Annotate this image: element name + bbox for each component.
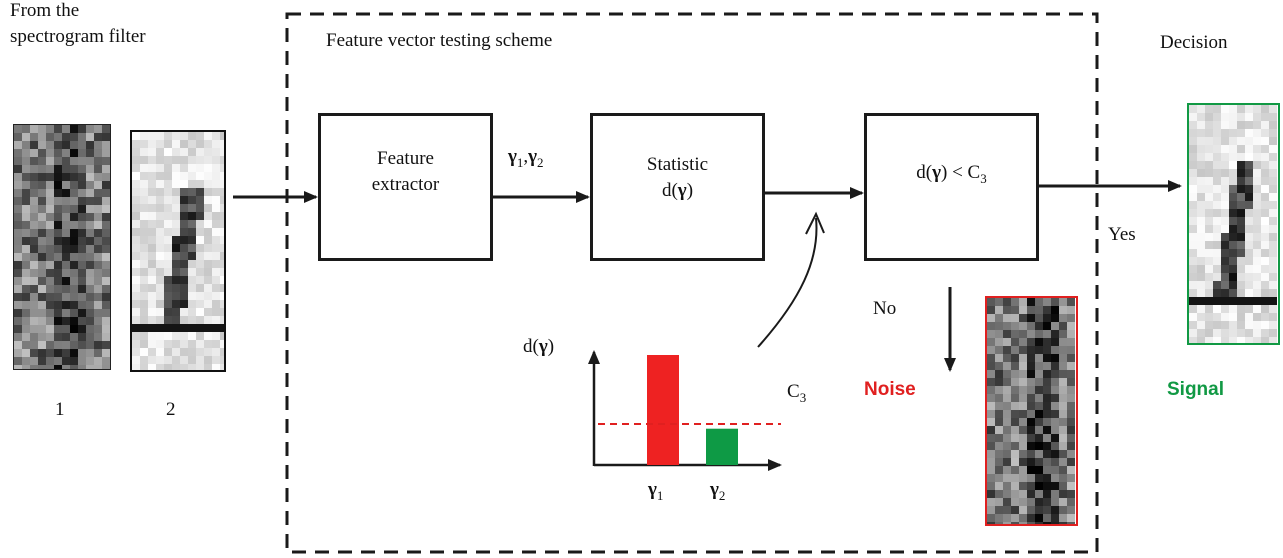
source-label-line2: spectrogram filter xyxy=(10,25,146,47)
yes-label: Yes xyxy=(1108,224,1136,245)
statistic-line1: Statistic xyxy=(646,154,709,175)
gamma-2-symbol: γ xyxy=(528,146,538,167)
statistic-line2: d(γ) xyxy=(593,178,762,204)
comparator-sub: 3 xyxy=(980,170,987,186)
feature-extractor-label: Feature extractor xyxy=(321,146,490,197)
noise-output-spectrogram xyxy=(985,296,1078,526)
comparator-label: d(γ) < C3 xyxy=(867,160,1036,187)
input-spectrogram-2-image xyxy=(132,132,224,370)
feature-extractor-line2: extractor xyxy=(371,173,440,195)
gamma-2-sub: 2 xyxy=(537,154,544,170)
noise-label: Noise xyxy=(864,379,916,400)
noise-output-image xyxy=(987,298,1075,524)
statistic-close: ) xyxy=(686,179,694,201)
features-label: γ1,γ2 xyxy=(508,144,544,171)
bar-label-gamma-2: γ2 xyxy=(710,477,725,504)
bar-gamma-2 xyxy=(706,428,738,465)
bar-label-gamma-1: γ1 xyxy=(648,477,663,504)
statistic-gamma: γ xyxy=(677,179,687,201)
comparator-box: d(γ) < C3 xyxy=(864,113,1039,261)
bar-label-gamma-1-sub: 1 xyxy=(656,487,664,503)
bar-label-gamma-2-symbol: γ xyxy=(710,479,719,500)
chart-y-label-d: d( xyxy=(523,336,539,357)
source-label: From the spectrogram filter xyxy=(10,0,146,49)
input-number-2: 2 xyxy=(166,399,176,420)
threshold-label: C3 xyxy=(787,379,806,406)
bar-label-gamma-2-sub: 2 xyxy=(718,487,726,503)
chart-y-label: d(γ) xyxy=(523,334,554,360)
comparator-d: d( xyxy=(916,162,933,183)
input-spectrogram-1 xyxy=(13,124,111,370)
threshold-chart xyxy=(588,350,782,471)
statistic-label: Statistic d(γ) xyxy=(593,152,762,203)
signal-output-spectrogram xyxy=(1187,103,1280,345)
signal-output-image xyxy=(1189,105,1277,343)
signal-label: Signal xyxy=(1167,379,1225,400)
input-spectrogram-2 xyxy=(130,130,226,372)
statistic-box: Statistic d(γ) xyxy=(590,113,765,261)
threshold-label-c: C xyxy=(787,381,800,402)
features-separator: , xyxy=(523,146,529,167)
threshold-feedback-arrowhead xyxy=(805,211,825,235)
gamma-1-symbol: γ xyxy=(508,146,517,167)
feature-extractor-box: Feature extractor xyxy=(318,113,493,261)
threshold-feedback-arrow xyxy=(757,217,818,348)
bar-gamma-1 xyxy=(647,355,679,465)
chart-y-label-gamma: γ xyxy=(538,336,548,357)
bar-label-gamma-1-symbol: γ xyxy=(648,479,657,500)
source-label-line1: From the xyxy=(10,0,80,21)
scheme-title: Feature vector testing scheme xyxy=(326,30,553,51)
decision-label: Decision xyxy=(1160,32,1228,53)
no-label: No xyxy=(873,298,897,319)
feature-extractor-line1: Feature xyxy=(377,148,434,169)
input-spectrogram-1-image xyxy=(14,125,110,369)
input-number-1: 1 xyxy=(55,399,65,420)
statistic-d: d( xyxy=(661,179,678,201)
comparator-gamma: γ xyxy=(932,162,941,183)
gamma-1-sub: 1 xyxy=(516,154,524,170)
chart-y-label-close: ) xyxy=(547,336,555,357)
threshold-label-sub: 3 xyxy=(799,389,807,405)
comparator-op: ) < C xyxy=(941,162,981,183)
scheme-boundary xyxy=(285,12,1099,554)
